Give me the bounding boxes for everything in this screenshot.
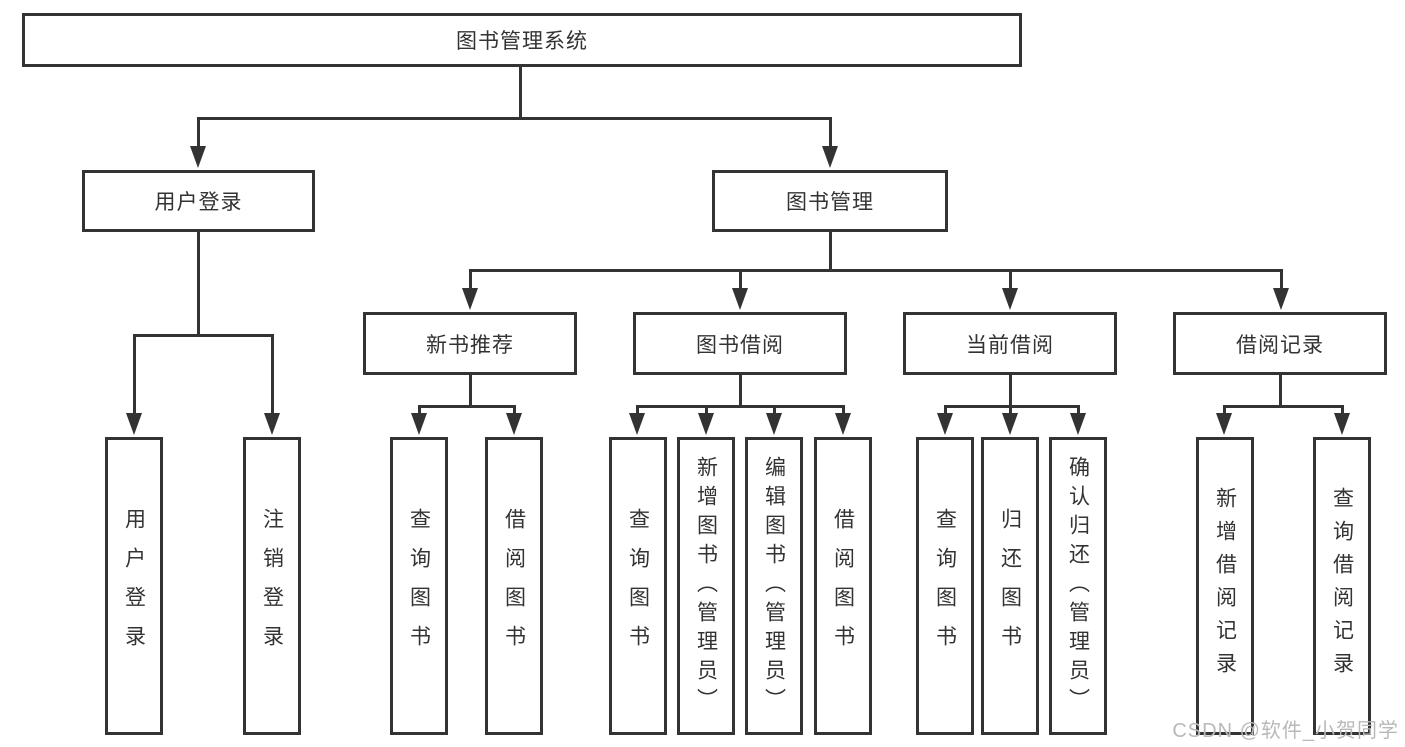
leaf-label: 确认归还（管理员）	[1066, 455, 1090, 717]
arrow-down-icon	[418, 405, 421, 415]
node-label: 当前借阅	[966, 333, 1054, 357]
leaf-edit-books-admin: 编辑图书（管理员）	[745, 437, 803, 735]
arrow-down-icon	[829, 117, 832, 148]
node-current-borrowing: 当前借阅	[903, 312, 1117, 375]
arrow-down-icon	[944, 405, 947, 415]
leaf-search-borrow-record: 查询借阅记录	[1313, 437, 1371, 735]
connector-line	[469, 374, 472, 407]
leaf-confirm-return-admin: 确认归还（管理员）	[1049, 437, 1107, 735]
arrow-down-icon	[197, 117, 200, 148]
connector-line	[636, 405, 845, 408]
node-new-book-recommendation: 新书推荐	[363, 312, 577, 375]
node-label: 图书管理	[786, 191, 874, 214]
csdn-watermark: CSDN @软件_小贺同学	[1172, 720, 1399, 742]
arrow-down-icon	[1280, 269, 1283, 290]
node-label: 图书管理系统	[456, 30, 588, 53]
connector-line	[197, 232, 200, 336]
connector-line	[1009, 374, 1012, 407]
node-label: 新书推荐	[426, 333, 514, 357]
leaf-label: 归还图书	[998, 508, 1022, 664]
arrow-down-icon	[1009, 405, 1012, 415]
leaf-label: 编辑图书（管理员）	[762, 455, 786, 717]
node-user-login: 用户登录	[82, 170, 315, 232]
arrow-down-icon	[133, 334, 136, 415]
node-label: 用户登录	[154, 191, 243, 214]
connector-line	[133, 334, 273, 337]
node-book-management: 图书管理	[712, 170, 948, 232]
arrow-down-icon	[773, 405, 776, 415]
arrow-down-icon	[469, 269, 472, 290]
leaf-label: 查询图书	[626, 508, 650, 664]
leaf-label: 查询图书	[407, 508, 431, 664]
leaf-label: 查询图书	[933, 508, 957, 664]
connector-line	[197, 117, 831, 120]
leaf-label: 查询借阅记录	[1330, 487, 1354, 685]
node-book-borrowing: 图书借阅	[633, 312, 847, 375]
arrow-down-icon	[705, 405, 708, 415]
connector-line	[739, 374, 742, 407]
arrow-down-icon	[1223, 405, 1226, 415]
leaf-borrow-books-recommendation: 借阅图书	[485, 437, 543, 735]
leaf-search-books-borrowing: 查询图书	[609, 437, 667, 735]
leaf-label: 借阅图书	[831, 508, 855, 664]
leaf-add-borrow-record: 新增借阅记录	[1196, 437, 1254, 735]
connector-line	[519, 67, 522, 117]
connector-line	[1279, 374, 1282, 407]
leaf-label: 用户登录	[122, 508, 146, 664]
leaf-label: 借阅图书	[502, 508, 526, 664]
connector-line	[469, 269, 1282, 272]
node-borrowing-records: 借阅记录	[1173, 312, 1387, 375]
node-library-management-system: 图书管理系统	[22, 13, 1022, 67]
connector-line	[1223, 405, 1344, 408]
node-label: 借阅记录	[1236, 333, 1324, 357]
connector-line	[418, 405, 516, 408]
leaf-label: 新增借阅记录	[1213, 487, 1237, 685]
connector-line	[829, 232, 832, 271]
leaf-user-login: 用户登录	[105, 437, 163, 735]
arrow-down-icon	[513, 405, 516, 415]
leaf-borrow-books-borrowing: 借阅图书	[814, 437, 872, 735]
node-label: 图书借阅	[696, 333, 784, 357]
leaf-label: 注销登录	[260, 508, 284, 664]
leaf-add-books-admin: 新增图书（管理员）	[677, 437, 735, 735]
arrow-down-icon	[271, 334, 274, 415]
leaf-label: 新增图书（管理员）	[694, 455, 718, 717]
arrow-down-icon	[1077, 405, 1080, 415]
leaf-logout: 注销登录	[243, 437, 301, 735]
arrow-down-icon	[739, 269, 742, 290]
arrow-down-icon	[1009, 269, 1012, 290]
arrow-down-icon	[1341, 405, 1344, 415]
leaf-return-books: 归还图书	[981, 437, 1039, 735]
leaf-search-books-current: 查询图书	[916, 437, 974, 735]
leaf-search-books-recommendation: 查询图书	[390, 437, 448, 735]
arrow-down-icon	[842, 405, 845, 415]
connector-line	[944, 405, 1080, 408]
arrow-down-icon	[636, 405, 639, 415]
